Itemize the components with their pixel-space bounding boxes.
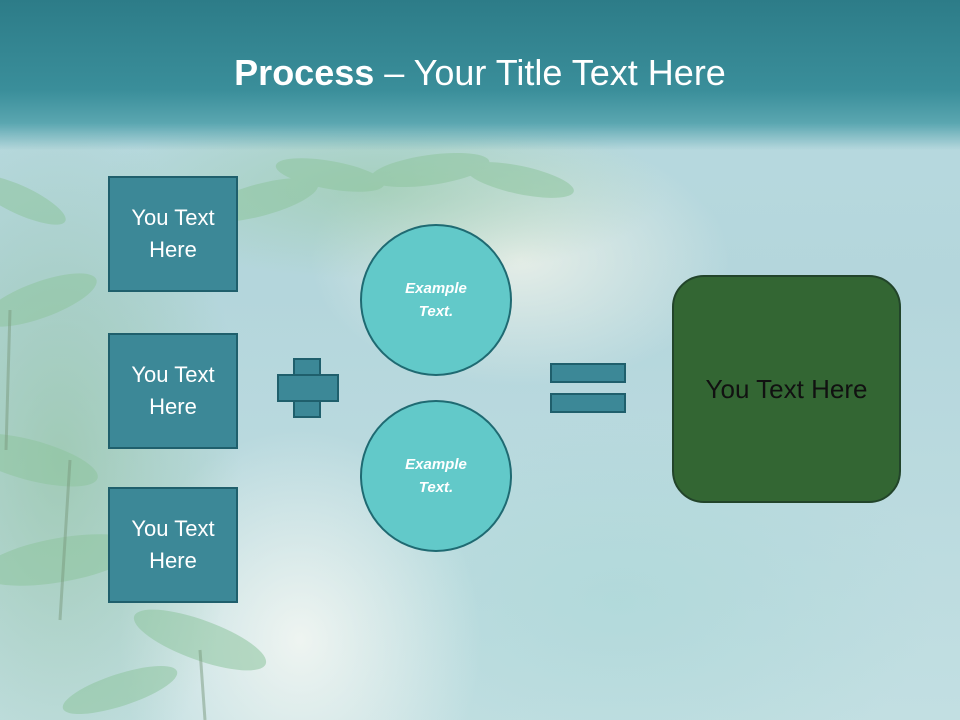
slide-title: Process – Your Title Text Here	[0, 52, 960, 94]
text-box-3: You Text Here	[108, 487, 238, 603]
title-band	[0, 0, 960, 150]
result-label: You Text Here	[705, 373, 868, 404]
circle-label: Example Text.	[405, 456, 467, 496]
title-bold: Process	[234, 52, 375, 93]
example-circle-2: Example Text.	[360, 400, 512, 552]
plus-center	[295, 376, 319, 400]
title-rest: – Your Title Text Here	[374, 52, 726, 93]
text-box-label: You Text Here	[131, 205, 215, 262]
equals-top-bar	[550, 363, 626, 383]
text-box-label: You Text Here	[131, 362, 215, 419]
text-box-2: You Text Here	[108, 333, 238, 449]
text-box-1: You Text Here	[108, 176, 238, 292]
example-circle-1: Example Text.	[360, 224, 512, 376]
circle-label: Example Text.	[405, 280, 467, 320]
text-box-label: You Text Here	[131, 516, 215, 573]
equals-bottom-bar	[550, 393, 626, 413]
result-box: You Text Here	[672, 275, 901, 503]
